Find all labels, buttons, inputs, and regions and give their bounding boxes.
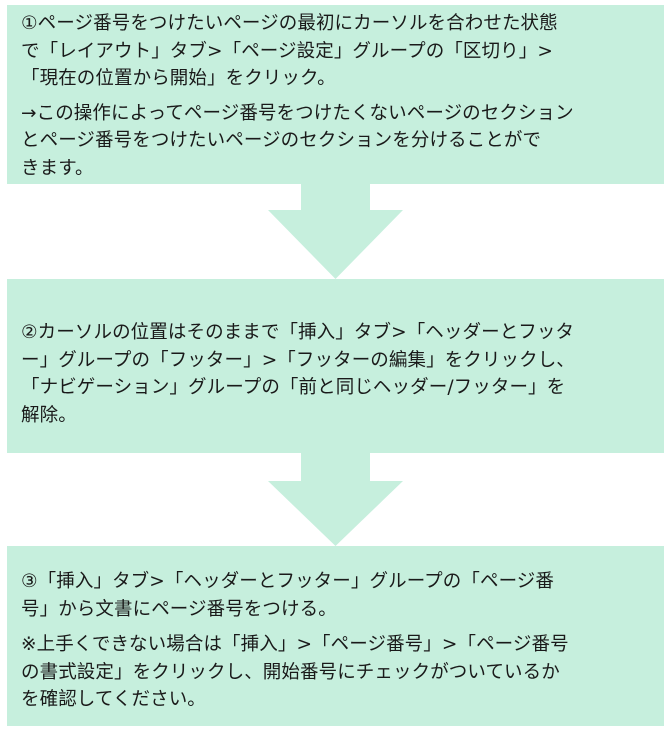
down-arrow-icon <box>268 453 403 546</box>
step-3-note: ※上手くできない場合は「挿入」>「ページ番号」>「ページ番号 の書式設定」をクリ… <box>21 634 569 710</box>
step-2-instruction: ②カーソルの位置はそのままで「挿入」タブ>「ヘッダーとフッタ ー」グループの「フ… <box>21 322 575 426</box>
step-3-box: ③「挿入」タブ>「ヘッダーとフッター」グループの「ページ番 号」から文書にページ… <box>7 546 664 726</box>
step-2-box: ②カーソルの位置はそのままで「挿入」タブ>「ヘッダーとフッタ ー」グループの「フ… <box>7 279 664 453</box>
step-1-note: →この操作によってページ番号をつけたくないページのセクション とページ番号をつけ… <box>21 102 574 179</box>
down-arrow-icon <box>268 184 403 279</box>
step-3-instruction: ③「挿入」タブ>「ヘッダーとフッター」グループの「ページ番 号」から文書にページ… <box>21 571 555 620</box>
step-1-instruction: ①ページ番号をつけたいページの最初にカーソルを合わせた状態 で「レイアウト」タブ… <box>21 13 558 89</box>
step-1-box: ①ページ番号をつけたいページの最初にカーソルを合わせた状態 で「レイアウト」タブ… <box>7 5 664 184</box>
